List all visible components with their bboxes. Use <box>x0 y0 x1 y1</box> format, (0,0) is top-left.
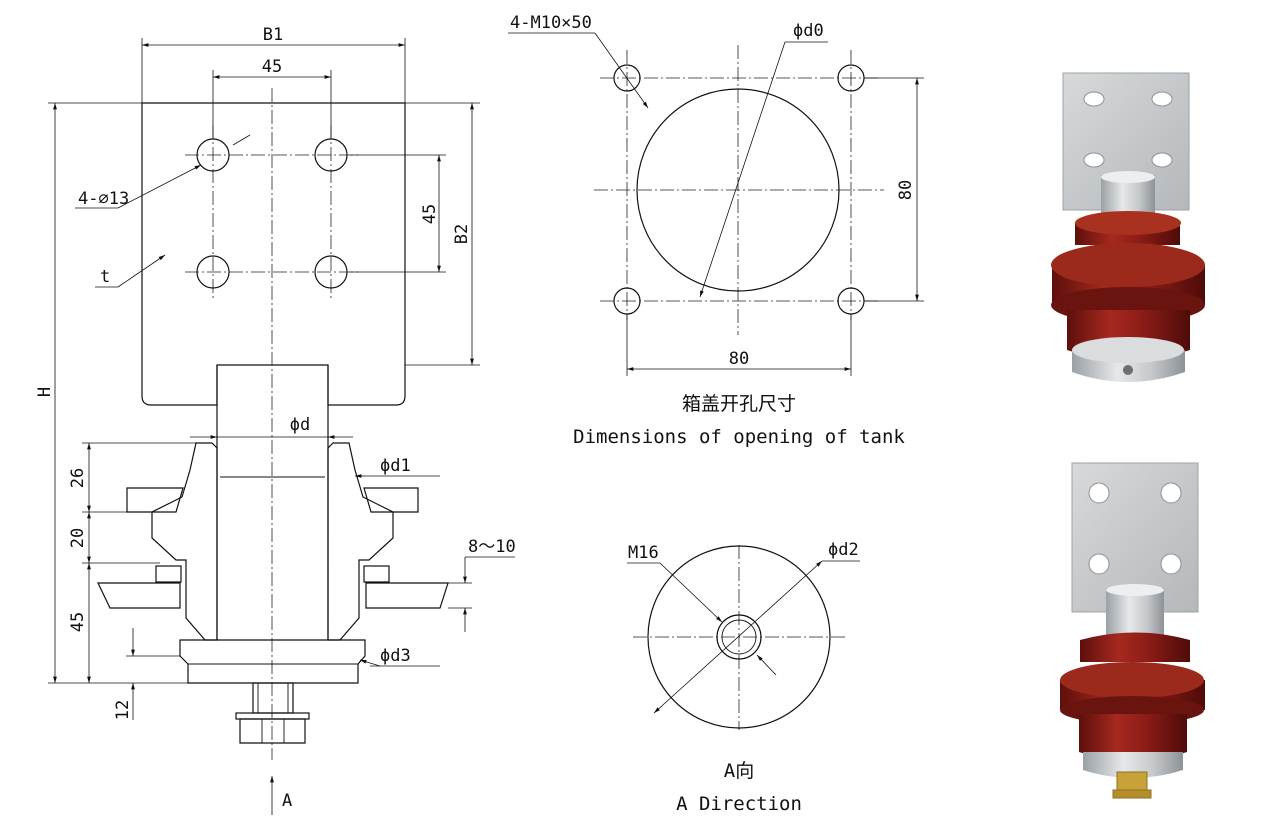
dim-phi-d0-label: ϕd0 <box>793 21 824 41</box>
dim-phi-d1-label: ϕd1 <box>380 456 411 476</box>
gasket-left <box>155 565 182 583</box>
a-direction-caption-en: A Direction <box>676 793 802 815</box>
front-view: B1 45 4-∅13 t 45 B2 H <box>35 25 516 815</box>
a-direction-view: ϕd2 M16 A向 A Direction <box>627 540 860 815</box>
dim-phi-d3-label: ϕd3 <box>380 646 411 666</box>
insulator-left-section <box>151 442 218 641</box>
bolt-hole <box>613 64 641 92</box>
product-photo-bottom <box>1060 462 1205 799</box>
insulator-right-section <box>327 442 394 641</box>
terminal-plate <box>141 102 406 406</box>
bottom-stud <box>252 682 294 714</box>
dim-holes-label: 4-∅13 <box>78 189 129 209</box>
dim-phi-d-label: ϕd <box>290 415 310 435</box>
dim-h80-label: 80 <box>729 349 749 369</box>
dim-m16-label: M16 <box>628 543 659 563</box>
photo-insulator-top <box>1080 632 1190 662</box>
dim-hole-pitch-x-label: 45 <box>262 57 282 77</box>
bottom-base <box>179 639 366 684</box>
tank-opening-caption-cn: 箱盖开孔尺寸 <box>682 393 796 415</box>
dim-bolts-label: 4-M10×50 <box>510 13 592 33</box>
dim-20-label: 20 <box>68 528 88 548</box>
photo-insulator-body <box>1079 714 1187 761</box>
dim-height-label: H <box>35 387 55 397</box>
washer <box>235 712 310 720</box>
product-photo-top <box>1051 72 1205 382</box>
photo-stem <box>1106 588 1164 638</box>
tank-opening-view: ϕd0 4-M10×50 80 80 箱盖开孔尺寸 Dimensions of … <box>508 13 924 448</box>
dim-45-label: 45 <box>68 612 88 632</box>
plate-hole <box>314 255 348 289</box>
view-arrow-label: A <box>282 791 292 811</box>
a-direction-caption-cn: A向 <box>724 760 754 782</box>
upper-flange-left <box>126 487 184 513</box>
nut <box>239 718 306 744</box>
tank-cover-right <box>365 582 449 609</box>
dim-12-label: 12 <box>113 700 133 720</box>
photo-base <box>1083 752 1183 778</box>
upper-flange-right <box>363 487 419 513</box>
tank-cover-left <box>97 582 181 609</box>
tank-opening-caption-en: Dimensions of opening of tank <box>573 426 905 448</box>
dim-26-label: 26 <box>68 468 88 488</box>
opening-circle <box>636 88 840 292</box>
dim-range-label: 8～10 <box>468 537 516 557</box>
gasket-right <box>363 565 390 583</box>
dim-b2-label: B2 <box>452 224 472 244</box>
dim-hole-pitch-y-label: 45 <box>420 204 440 224</box>
photo-brass-nut <box>1116 771 1148 793</box>
dim-phi-d2-label: ϕd2 <box>828 540 859 560</box>
dim-b1-label: B1 <box>263 25 283 45</box>
base-circle <box>647 545 831 729</box>
dim-v80-label: 80 <box>896 180 916 200</box>
dim-thickness-label: t <box>100 267 110 287</box>
plate-hole <box>196 255 230 289</box>
